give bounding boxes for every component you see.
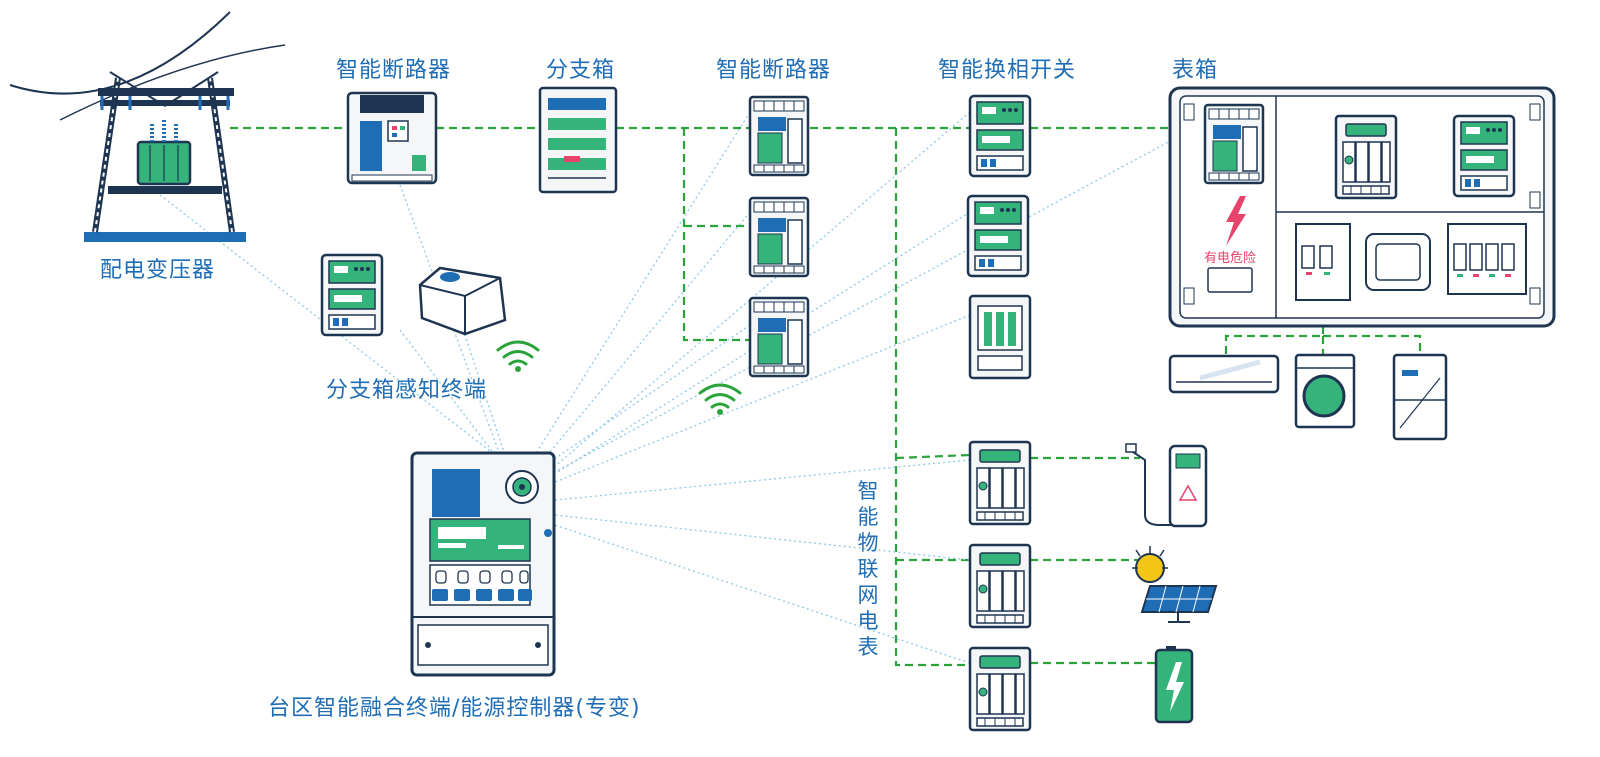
main-breaker-label: 智能断路器 [336,58,452,83]
branch-breaker-2 [748,196,810,278]
refrigerator-icon [1392,353,1448,441]
iot-meter-3 [968,646,1032,732]
fusion-terminal-device [410,451,556,677]
branch-breaker-3 [748,296,810,378]
iot-meter-label: 智能物联网电表 [857,479,879,659]
fusion-terminal-label: 台区智能融合终端/能源控制器(专变) [268,696,641,721]
branch-sensor-label: 分支箱感知终端 [326,378,488,403]
iot-meter-2 [968,543,1032,629]
main-breaker-device [346,91,438,185]
sensor-puck-icon [418,266,507,336]
phase-switch-2 [966,194,1030,278]
meter-box-label: 表箱 [1172,58,1219,83]
wifi-icon-1 [496,340,540,372]
phase-switch-3 [968,294,1032,380]
iot-meter-1 [968,440,1032,526]
transformer-pylon [9,11,286,242]
ev-charger-icon [1125,443,1208,528]
branch-sensor-meter [320,253,384,337]
battery-icon [1154,646,1194,724]
transformer-label: 配电变压器 [100,258,216,283]
phase-switch-1 [968,94,1032,178]
branch-breaker-1 [748,95,810,177]
danger-sign-text: 有电危险 [1204,251,1256,266]
branch-breaker-label: 智能断路器 [716,58,832,83]
solar-panel-icon [1132,546,1218,623]
wifi-icon-2 [698,383,742,415]
phase-switch-label: 智能换相开关 [938,58,1077,83]
branch-box-label: 分支箱 [546,58,616,83]
washing-machine-icon [1294,353,1356,429]
branch-box-device [538,86,618,194]
danger-bolt-icon [1226,196,1246,246]
air-conditioner-icon [1168,354,1280,394]
meter-box: 有电危险 [1168,86,1556,328]
